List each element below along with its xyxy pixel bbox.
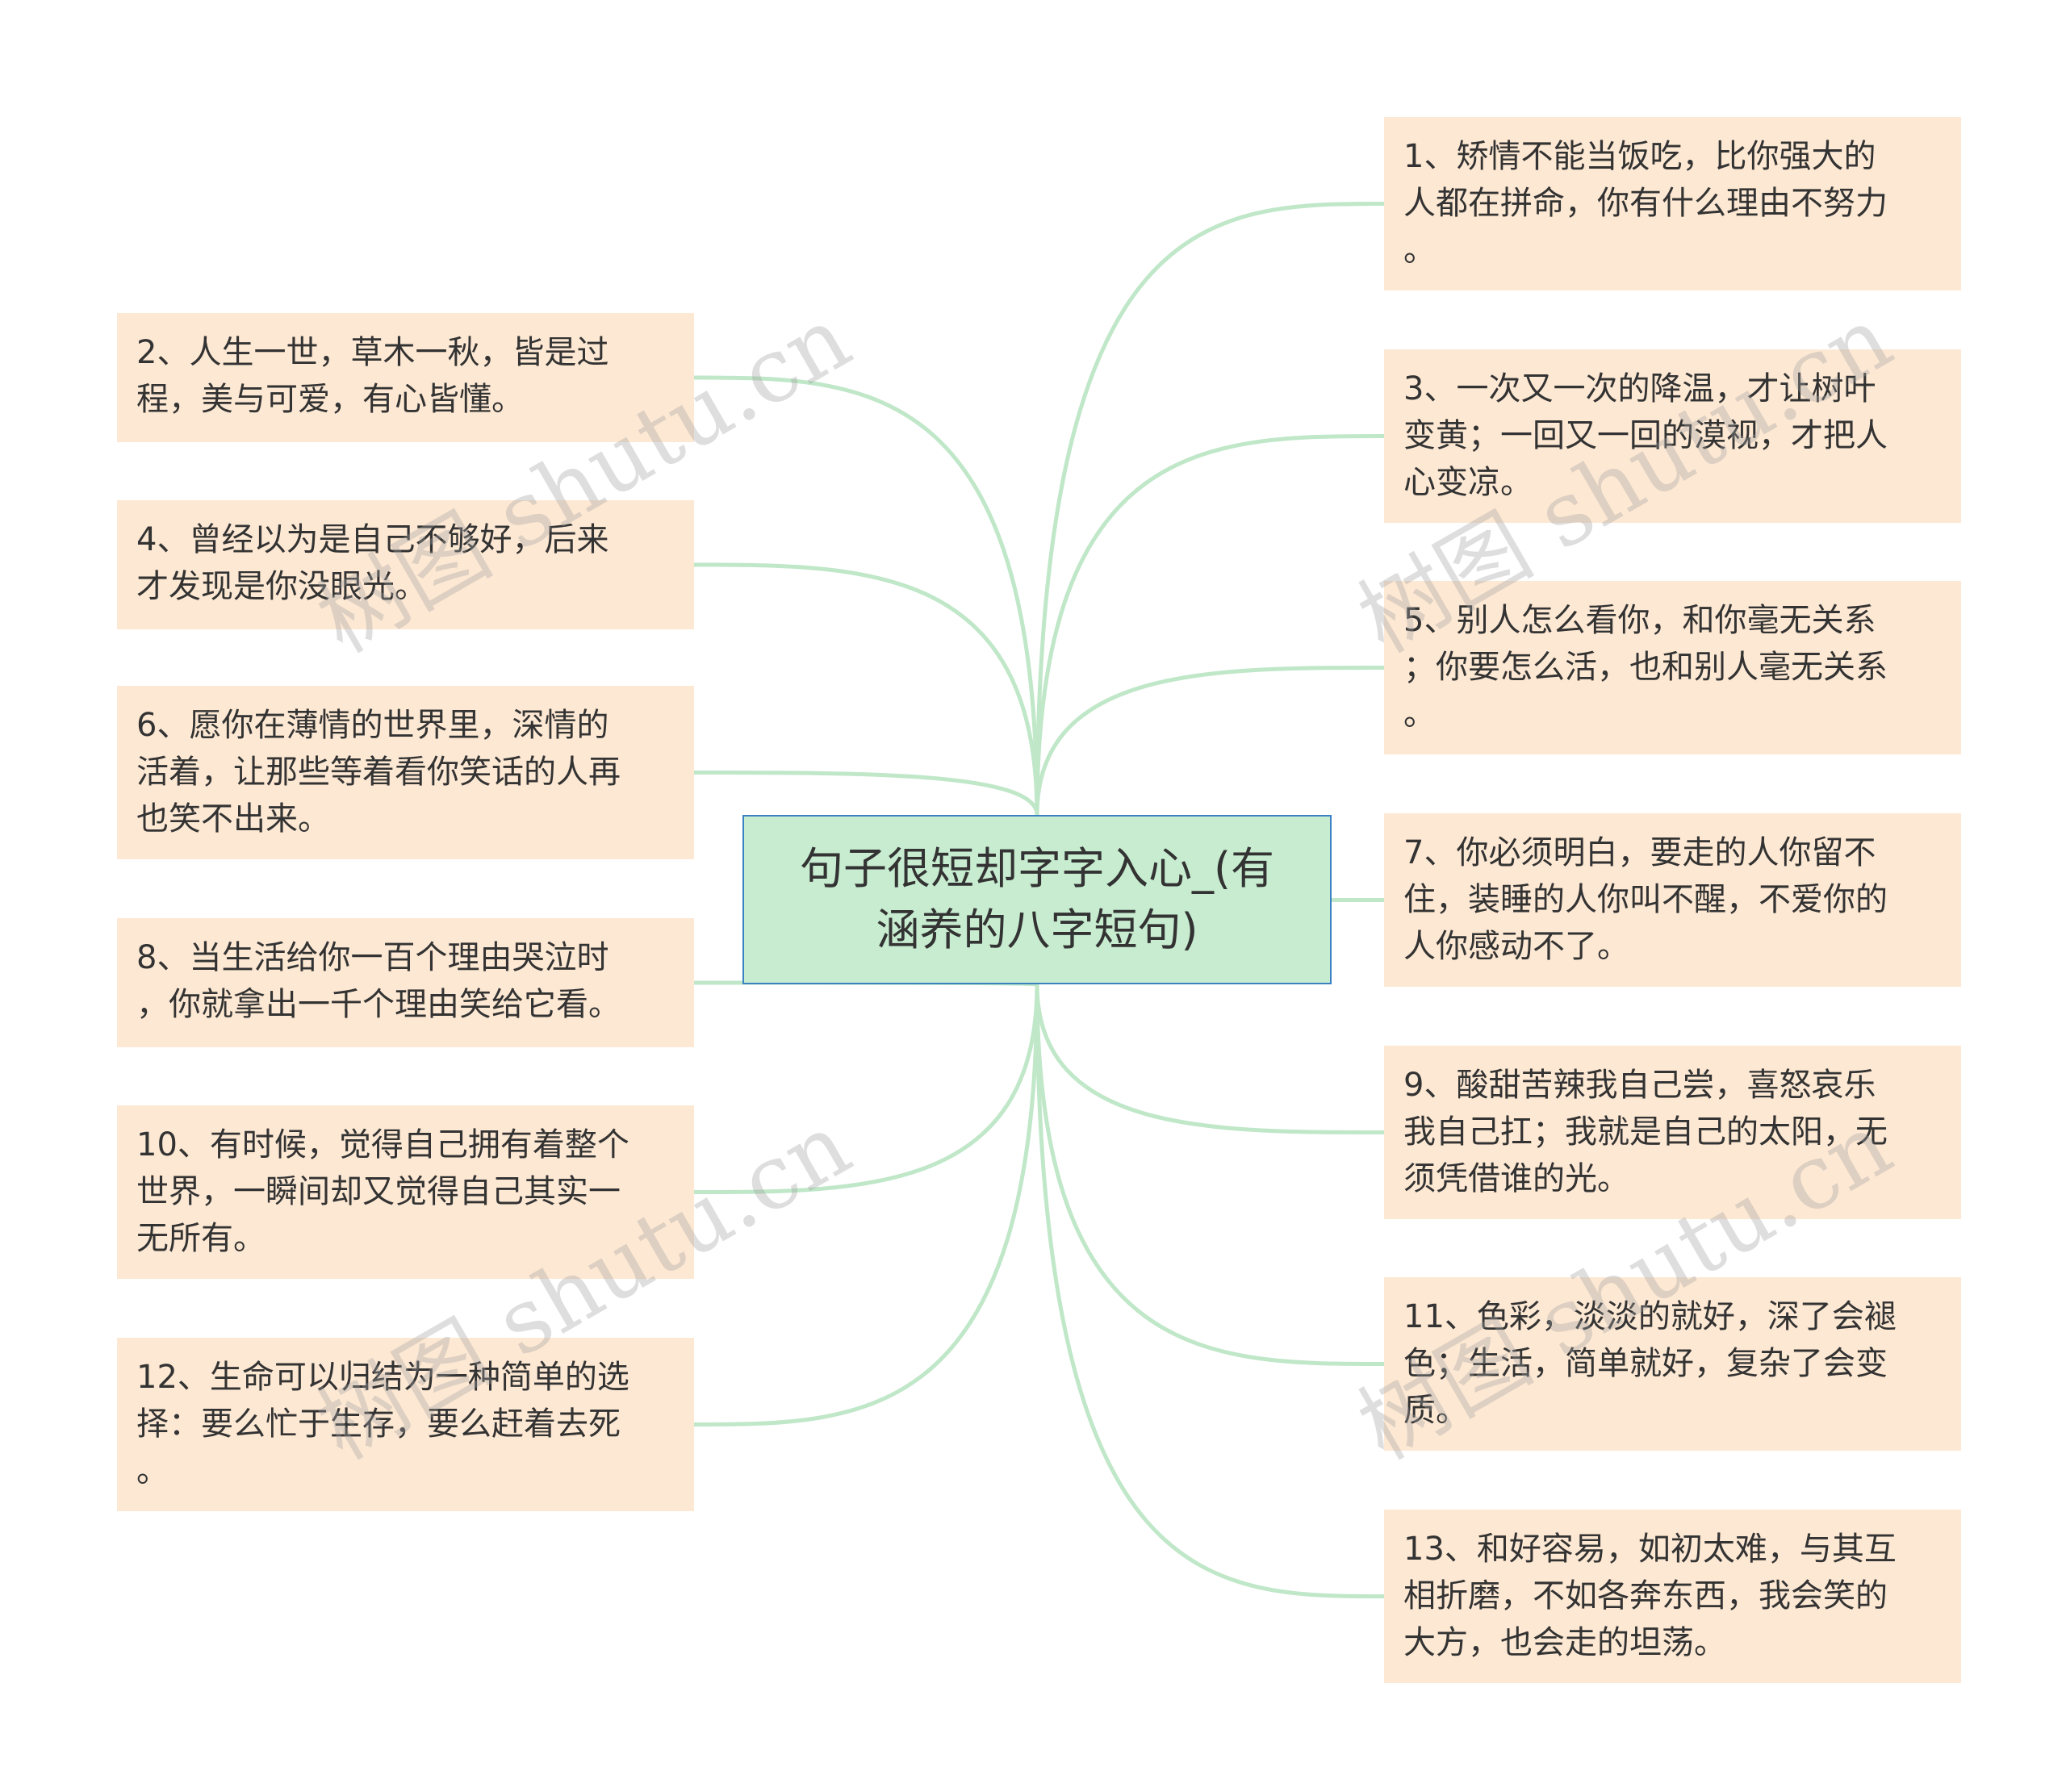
- connector-line: [1035, 984, 1385, 1598]
- connector-line: [1035, 984, 1385, 1366]
- connector-line: [693, 771, 1039, 816]
- connector-line: [1035, 666, 1385, 816]
- right-node-7[interactable]: 13、和好容易，如初太难，与其互 相折磨，不如各奔东西，我会笑的 大方，也会走的…: [1384, 1510, 1961, 1683]
- right-node-1[interactable]: 1、矫情不能当饭吃，比你强大的 人都在拼命，你有什么理由不努力 。: [1384, 117, 1961, 290]
- connector-line: [1035, 202, 1385, 816]
- connector-line: [693, 562, 1039, 816]
- right-node-3[interactable]: 5、别人怎么看你，和你毫无关系 ；你要怎么活，也和别人毫无关系 。: [1384, 581, 1961, 754]
- connector-line: [1035, 434, 1385, 816]
- left-node-4[interactable]: 8、当生活给你一百个理由哭泣时 ，你就拿出一千个理由笑给它看。: [117, 918, 694, 1047]
- left-node-3[interactable]: 6、愿你在薄情的世界里，深情的 活着，让那些等着看你笑话的人再 也笑不出来。: [117, 686, 694, 859]
- connector-line: [693, 375, 1039, 816]
- left-node-5[interactable]: 10、有时候，觉得自己拥有着整个 世界，一瞬间却又觉得自己其实一 无所有。: [117, 1105, 694, 1279]
- right-node-5[interactable]: 9、酸甜苦辣我自己尝，喜怒哀乐 我自己扛；我就是自己的太阳，无 须凭借谁的光。: [1384, 1046, 1961, 1219]
- connector-line: [693, 984, 1039, 1426]
- connector-line: [693, 984, 1039, 1194]
- right-node-6[interactable]: 11、色彩，淡淡的就好，深了会褪 色；生活，简单就好，复杂了会变 质。: [1384, 1277, 1961, 1451]
- root-topic[interactable]: 句子很短却字字入心_(有 涵养的八字短句): [742, 815, 1332, 984]
- left-node-1[interactable]: 2、人生一世，草木一秋，皆是过 程，美与可爱，有心皆懂。: [117, 313, 694, 442]
- link-group: [693, 202, 1385, 1598]
- connector-line: [1035, 984, 1385, 1134]
- right-node-4[interactable]: 7、你必须明白，要走的人你留不 住，装睡的人你叫不醒，不爱你的 人你感动不了。: [1384, 813, 1961, 987]
- left-node-2[interactable]: 4、曾经以为是自己不够好，后来 才发现是你没眼光。: [117, 500, 694, 629]
- left-node-6[interactable]: 12、生命可以归结为一种简单的选 择：要么忙于生存，要么赶着去死 。: [117, 1338, 694, 1511]
- right-node-2[interactable]: 3、一次又一次的降温，才让树叶 变黄；一回又一回的漠视，才把人 心变凉。: [1384, 349, 1961, 523]
